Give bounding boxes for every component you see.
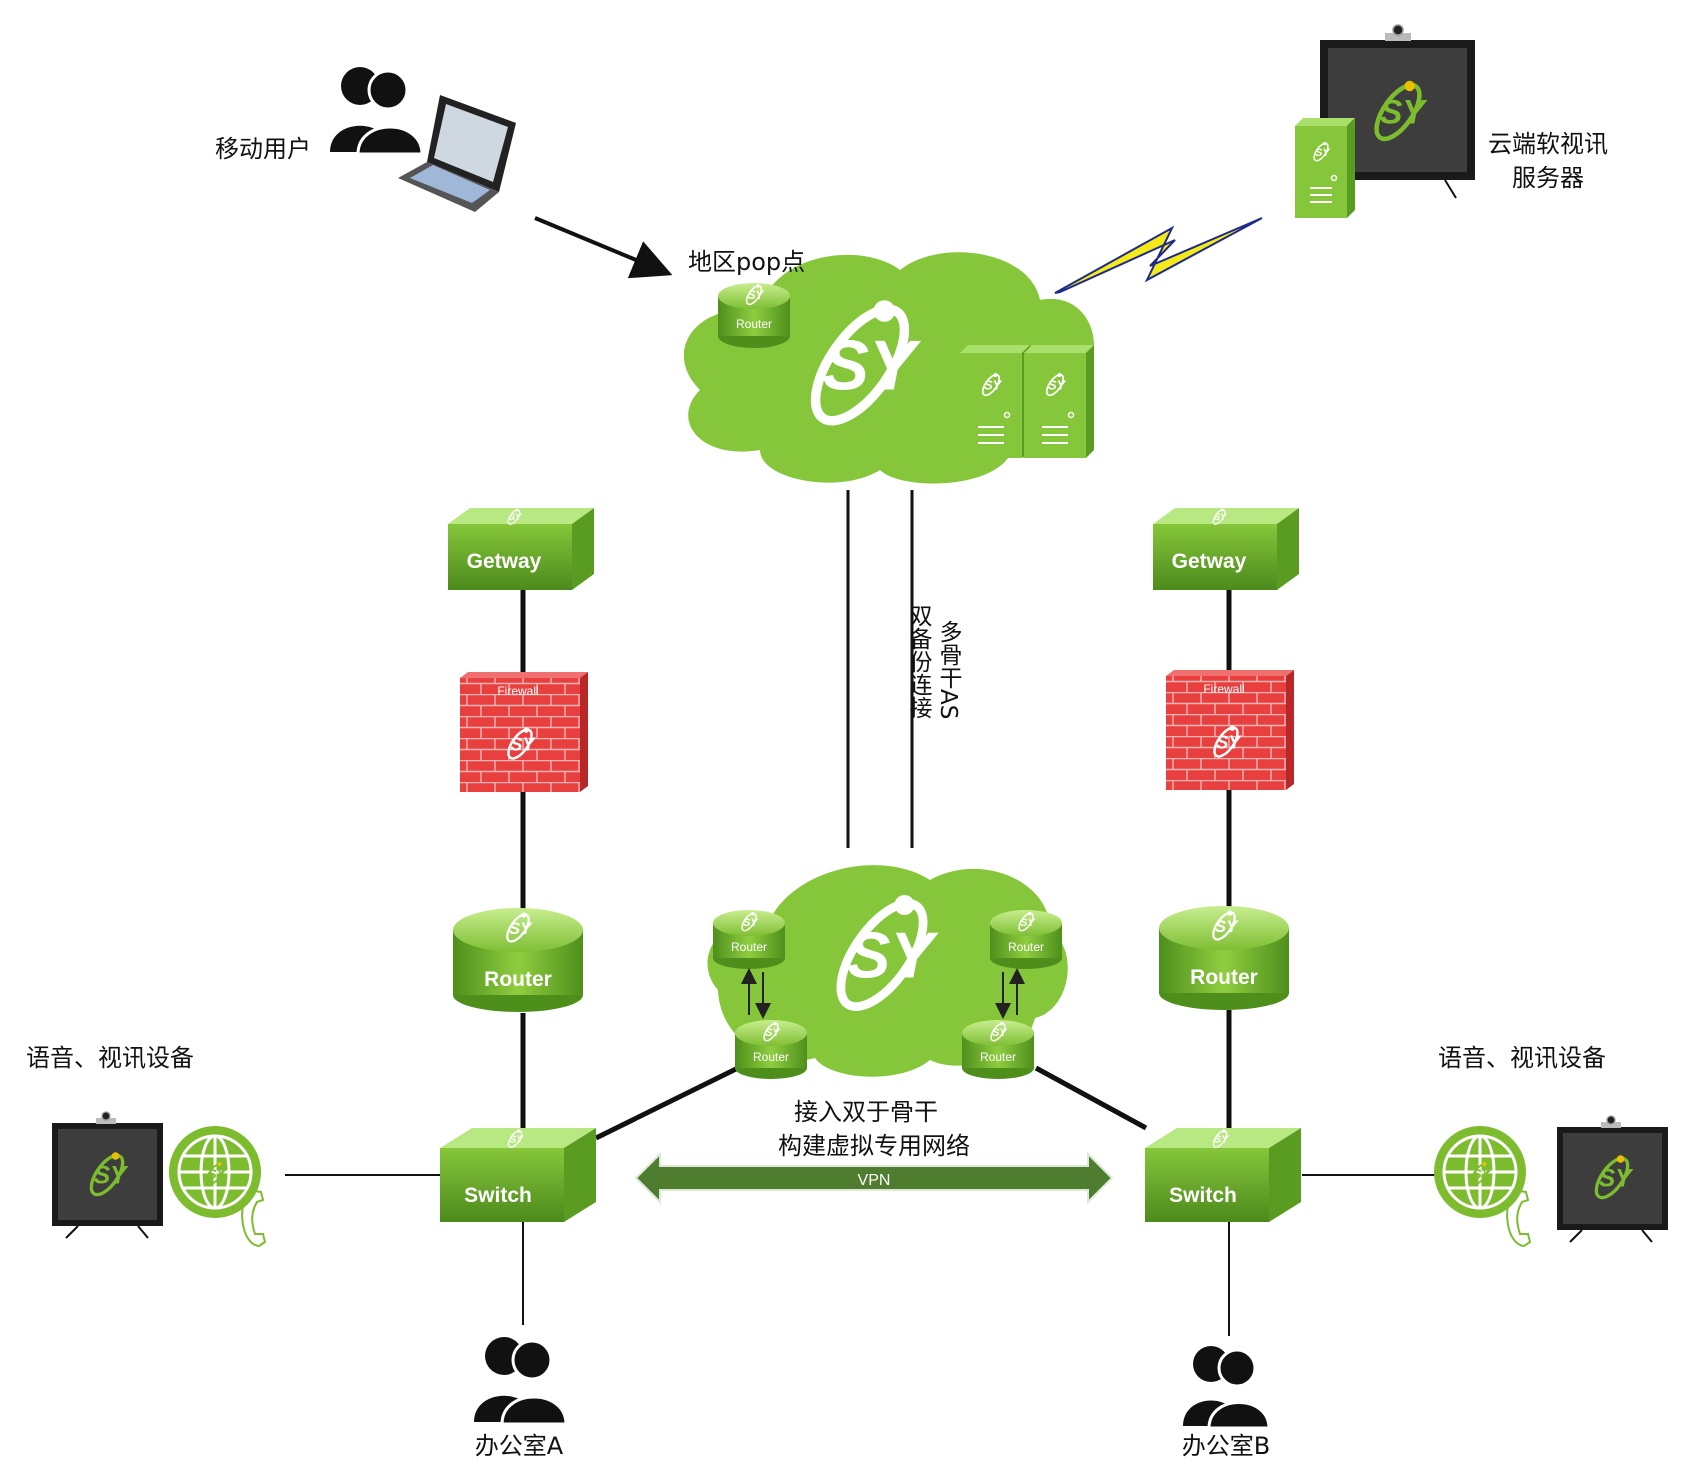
office-a-label: 办公室A: [475, 1432, 564, 1460]
firewall-a-label: Firewall: [497, 684, 538, 698]
router-a-label: Router: [484, 968, 552, 991]
av-right-label: 语音、视讯设备: [1438, 1044, 1606, 1072]
backbone-label-line1: 多骨干AS: [935, 620, 962, 719]
switch-a: Switch: [440, 1127, 596, 1222]
cloud-router-br: Router: [962, 1020, 1034, 1079]
pop-router-label: Router: [736, 317, 772, 331]
access-label-line2: 构建虚拟专用网络: [778, 1132, 970, 1160]
server-tower: [1295, 118, 1355, 218]
pop-servers: [960, 345, 1094, 458]
users-icon: [330, 67, 424, 156]
gateway-b-label: Getway: [1172, 550, 1247, 573]
globe-phone-icon: [1434, 1126, 1532, 1248]
router-b-label: Router: [1190, 966, 1258, 989]
switch-b-label: Switch: [1169, 1184, 1237, 1207]
access-label-line1: 接入双于骨干: [794, 1098, 938, 1126]
firewall-a: Firewall: [460, 672, 588, 792]
av-left-label: 语音、视讯设备: [26, 1044, 194, 1072]
cloud-router-bl: Router: [735, 1020, 807, 1079]
link-switch-b-cloud: [1034, 1065, 1148, 1131]
office-a-users-icon: [474, 1337, 568, 1426]
vpn-label: VPN: [858, 1172, 891, 1189]
cloud-router-tl-label: Router: [731, 940, 767, 954]
cloud-server-label-line2: 服务器: [1512, 164, 1584, 192]
gateway-a: Getway: [448, 507, 594, 590]
redundancy-arrows: [741, 968, 1025, 1019]
switch-a-label: Switch: [464, 1184, 532, 1207]
gateway-a-label: Getway: [467, 550, 542, 573]
switch-b: Switch: [1145, 1127, 1301, 1222]
av-devices-left: [52, 1111, 267, 1248]
cloud-server-label-line1: 云端软视讯: [1488, 130, 1608, 158]
cloud-video-server: [1295, 24, 1475, 218]
globe-phone-icon: [169, 1126, 267, 1248]
cloud-router-tr-label: Router: [1008, 940, 1044, 954]
pop-router: Router: [718, 282, 790, 348]
vpn-arrow: VPN: [634, 1151, 1114, 1205]
gateway-b: Getway: [1153, 507, 1299, 590]
server-1: [960, 345, 1030, 458]
server-2: [1024, 345, 1094, 458]
office-b-label: 办公室B: [1182, 1432, 1270, 1460]
mobile-user-label: 移动用户: [215, 135, 311, 163]
wireless-lightning-icon: [1054, 217, 1263, 294]
router-b: Router: [1159, 906, 1289, 1010]
mobile-to-pop-arrow: [534, 216, 673, 279]
av-devices-right: [1434, 1115, 1668, 1248]
cloud-router-br-label: Router: [980, 1050, 1016, 1064]
link-switch-a-cloud: [594, 1065, 740, 1141]
cloud-router-tl: Router: [713, 910, 785, 969]
cloud-router-bl-label: Router: [753, 1050, 789, 1064]
connections: [285, 216, 1437, 1336]
cloud-router-tr: Router: [990, 910, 1062, 969]
camera-icon: [1392, 24, 1404, 36]
camera-icon: [101, 1111, 111, 1121]
mobile-user: [330, 67, 516, 212]
laptop-icon: [398, 95, 516, 212]
router-a: Router: [453, 908, 583, 1012]
firewall-b-label: Firewall: [1203, 682, 1244, 696]
pop-label: 地区pop点: [688, 248, 805, 276]
backbone-label-line2: 双备份连接: [905, 604, 933, 719]
office-b-users-icon: [1183, 1346, 1271, 1430]
firewall-b: Firewall: [1166, 670, 1294, 790]
camera-icon: [1606, 1115, 1616, 1125]
